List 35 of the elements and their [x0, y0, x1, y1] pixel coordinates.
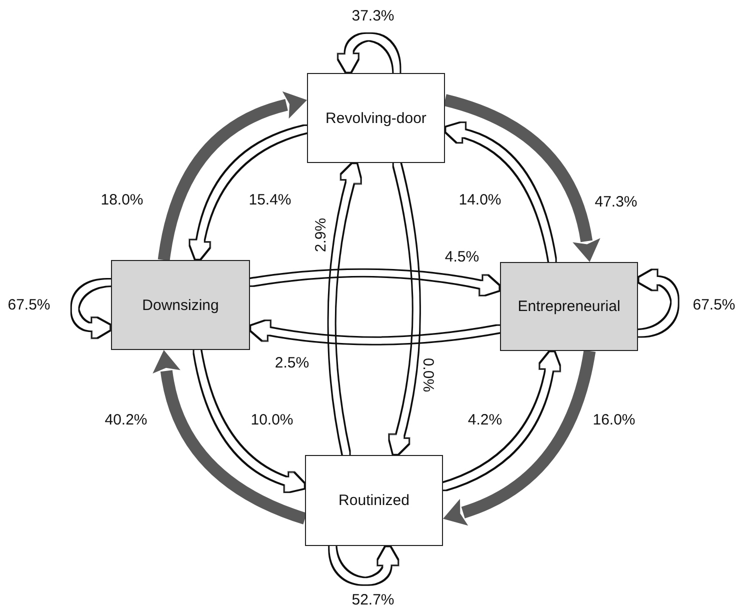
edge-label: 67.5% [8, 298, 50, 312]
transition-arrow [330, 166, 359, 456]
edge-label: 0.0% [420, 358, 436, 392]
edge-label: 18.0% [100, 192, 144, 208]
edge-label: 14.0% [458, 192, 502, 208]
edge-label: 37.3% [352, 8, 394, 24]
state-box [305, 455, 443, 546]
edge-label: 4.5% [444, 250, 480, 264]
edge-label: 52.7% [352, 592, 394, 608]
edge-label: 40.2% [104, 412, 148, 428]
transition-arrow [158, 92, 307, 261]
state-label: Routinized [338, 492, 410, 509]
state-box [307, 73, 445, 163]
edge-label: 16.0% [592, 412, 636, 428]
state-box [111, 260, 250, 350]
transition-arrow [252, 322, 500, 342]
transition-arrow [448, 125, 554, 262]
edge-label: 10.0% [250, 412, 294, 428]
transition-arrow [250, 272, 498, 294]
state-label: Entrepreneurial [518, 298, 620, 315]
edge-label: 47.3% [594, 194, 638, 210]
state-label: Downsizing [142, 296, 219, 314]
transition-arrow [152, 350, 307, 524]
transition-arrow [443, 350, 596, 526]
state-box [500, 262, 638, 351]
state-label: Revolving-door [326, 110, 426, 126]
edge-label: 2.9% [314, 218, 328, 252]
edge-label: 67.5% [692, 298, 736, 312]
transition-arrow [391, 162, 418, 452]
transition-arrow [442, 354, 558, 488]
transition-arrow [443, 94, 600, 262]
edge-label: 2.5% [274, 356, 310, 370]
self-loop-arrow [638, 272, 676, 334]
edge-label: 15.4% [248, 192, 292, 208]
edge-label: 4.2% [468, 412, 502, 428]
